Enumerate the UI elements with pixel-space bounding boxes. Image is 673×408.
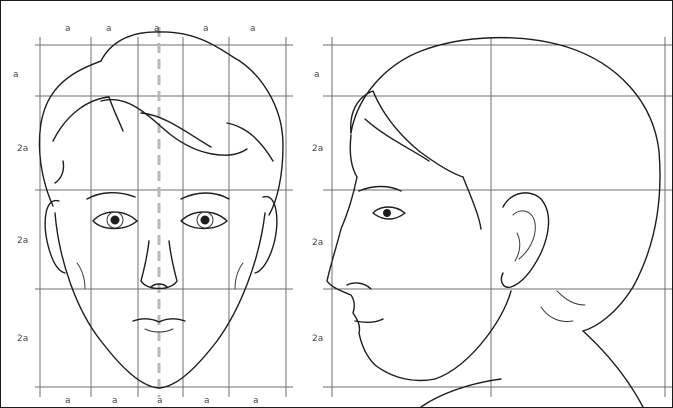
front-left-ear (45, 201, 65, 273)
front-view: a a a a a a 2a 2a 2a a a a a a (13, 24, 293, 406)
profile-mouth (355, 319, 383, 322)
front-side-label-2: 2a (17, 144, 28, 154)
profile-view: a 2a 2a 2a (312, 37, 672, 407)
front-side-label-4: 2a (17, 334, 28, 344)
profile-side-label-3: 2a (312, 238, 323, 248)
front-top-label-5: a (250, 24, 256, 34)
front-hair-sweep (101, 100, 247, 156)
front-right-eye (181, 212, 227, 229)
profile-side-label-2: 2a (312, 144, 323, 154)
front-top-label-1: a (65, 24, 71, 34)
front-side-label-3: 2a (17, 236, 28, 246)
front-bottom-label-4: a (204, 396, 210, 406)
front-bottom-label-1: a (65, 396, 71, 406)
front-hair-right (227, 123, 273, 161)
front-left-eyebrow (87, 193, 135, 199)
profile-side-label-4: 2a (312, 334, 323, 344)
front-grid (35, 37, 293, 397)
profile-sideburn (463, 177, 481, 229)
front-right-eyebrow (181, 193, 229, 199)
front-left-eye (93, 212, 137, 229)
front-bottom-label-2: a (112, 396, 118, 406)
front-bottom-label-5: a (253, 396, 259, 406)
profile-side-label-1: a (314, 70, 320, 80)
front-hair-left-side (55, 161, 64, 183)
profile-ear (501, 193, 548, 287)
front-hair-fringe (53, 97, 123, 141)
profile-grid (323, 37, 672, 397)
profile-jaw (435, 291, 511, 379)
front-side-label-1: a (13, 70, 19, 80)
front-nose (141, 241, 177, 289)
profile-eye (373, 207, 405, 219)
front-head-outline (39, 32, 283, 215)
front-right-ear (255, 197, 277, 273)
front-top-label-4: a (203, 24, 209, 34)
profile-hair-strand (365, 119, 429, 161)
front-top-label-3: a (154, 24, 160, 34)
profile-neck-front (421, 379, 501, 407)
profile-face-outline (327, 135, 435, 380)
profile-hair-fringe (351, 91, 463, 177)
front-top-label-2: a (106, 24, 112, 34)
front-bottom-label-3: a (157, 396, 163, 406)
profile-neck-back (583, 331, 643, 407)
profile-nostril (347, 283, 371, 289)
